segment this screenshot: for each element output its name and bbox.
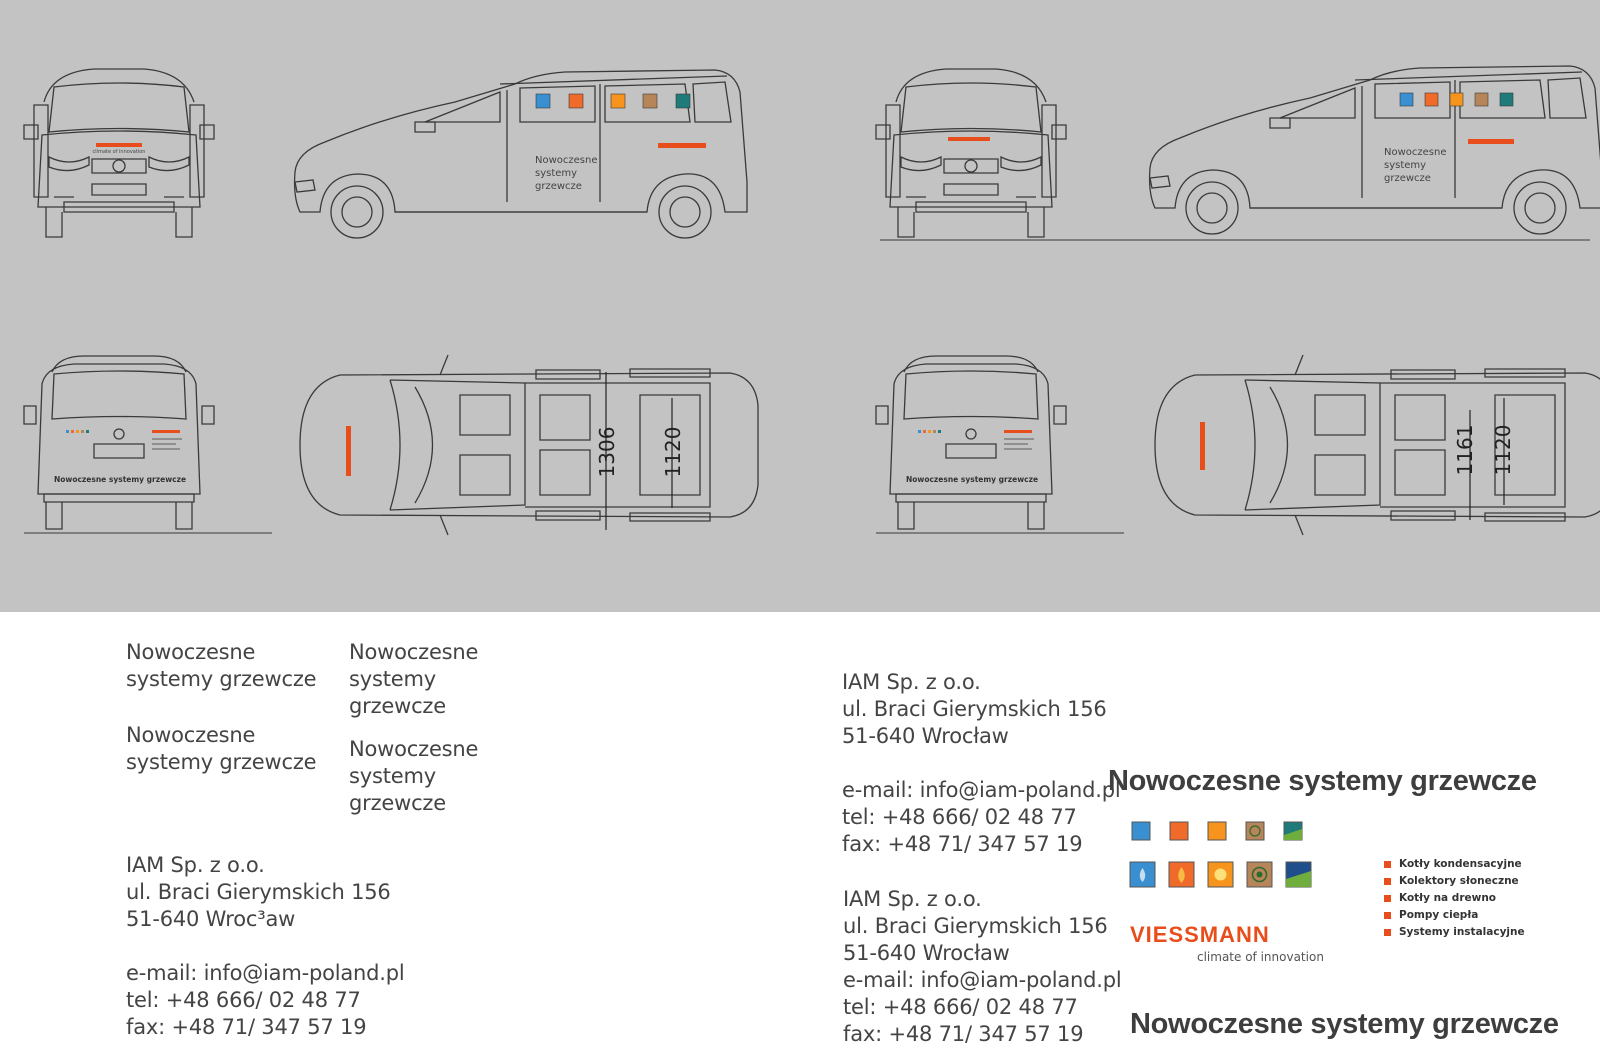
- van-rear-view-left: [23, 355, 215, 530]
- vehicle-drawings: climate of innovation Nowoczesnesystemyg…: [23, 65, 1600, 536]
- van-rear-view-right: [875, 355, 1067, 530]
- company-address-mid-bottom: IAM Sp. z o.o. ul. Braci Gierymskich 156…: [843, 887, 1122, 1046]
- flame-icon: [1169, 821, 1189, 841]
- dim-outer-right: 1161: [1453, 425, 1477, 476]
- side-icons-left: [535, 93, 706, 148]
- company-address-mid-top: IAM Sp. z o.o. ul. Braci Gierymskich 156…: [842, 670, 1121, 856]
- company-address-left: IAM Sp. z o.o. ul. Braci Gierymskich 156…: [126, 853, 405, 1039]
- sun-icon: [1207, 821, 1227, 841]
- product-legend: Kotły kondensacyjne Kolektory słoneczne …: [1384, 856, 1525, 941]
- svg-text:climate of innovation: climate of innovation: [93, 149, 146, 155]
- top-logo-left: [346, 426, 351, 476]
- brand-title-top: Nowoczesne systemy grzewcze: [1108, 765, 1537, 797]
- legend-item: Kotły na drewno: [1384, 890, 1525, 907]
- van-top-view-left: [299, 354, 759, 536]
- legend-item: Kotły kondensacyjne: [1384, 856, 1525, 873]
- front-logo-right: [948, 137, 990, 141]
- legend-item: Systemy instalacyjne: [1384, 924, 1525, 941]
- dim-inner-left: 1120: [661, 427, 685, 478]
- front-logo-left: climate of innovation: [93, 143, 146, 155]
- viessmann-logo: VIESSMANN: [1130, 922, 1270, 947]
- dim-inner-right: 1120: [1491, 425, 1515, 476]
- icon-row-large: [1129, 861, 1312, 888]
- van-top-view-right: [1154, 354, 1600, 536]
- heating-systems-text-b: Nowoczesne systemy grzewcze: [126, 723, 317, 774]
- rear-text-right: Nowoczesne systemy grzewcze: [906, 475, 1038, 484]
- water-drop-icon: [1131, 821, 1151, 841]
- heating-systems-text-d: Nowoczesne systemy grzewcze: [349, 737, 479, 815]
- wood-log-icon: [1245, 821, 1265, 841]
- van-front-view-right: [875, 68, 1067, 238]
- icon-row-small: [1131, 821, 1303, 841]
- rear-text-left: Nowoczesne systemy grzewcze: [54, 475, 186, 484]
- dim-lines-left: [605, 372, 673, 530]
- legend-item: Pompy ciepła: [1384, 907, 1525, 924]
- heating-systems-text-c: Nowoczesne systemy grzewcze: [349, 640, 479, 718]
- brand-tagline: climate of innovation: [1197, 950, 1324, 964]
- dim-outer-left: 1306: [595, 427, 619, 478]
- dim-lines-right: [1469, 398, 1505, 520]
- van-side-view-right: [1148, 65, 1600, 235]
- svg-text:VIESSMANN: VIESSMANN: [1130, 922, 1270, 947]
- top-logo-right: [1200, 422, 1205, 470]
- side-icons-right: [1399, 92, 1514, 144]
- legend-item: Kolektory słoneczne: [1384, 873, 1525, 890]
- brand-title-bottom: Nowoczesne systemy grzewcze: [1130, 1008, 1559, 1040]
- heating-systems-text-a: Nowoczesne systemy grzewcze: [126, 640, 317, 691]
